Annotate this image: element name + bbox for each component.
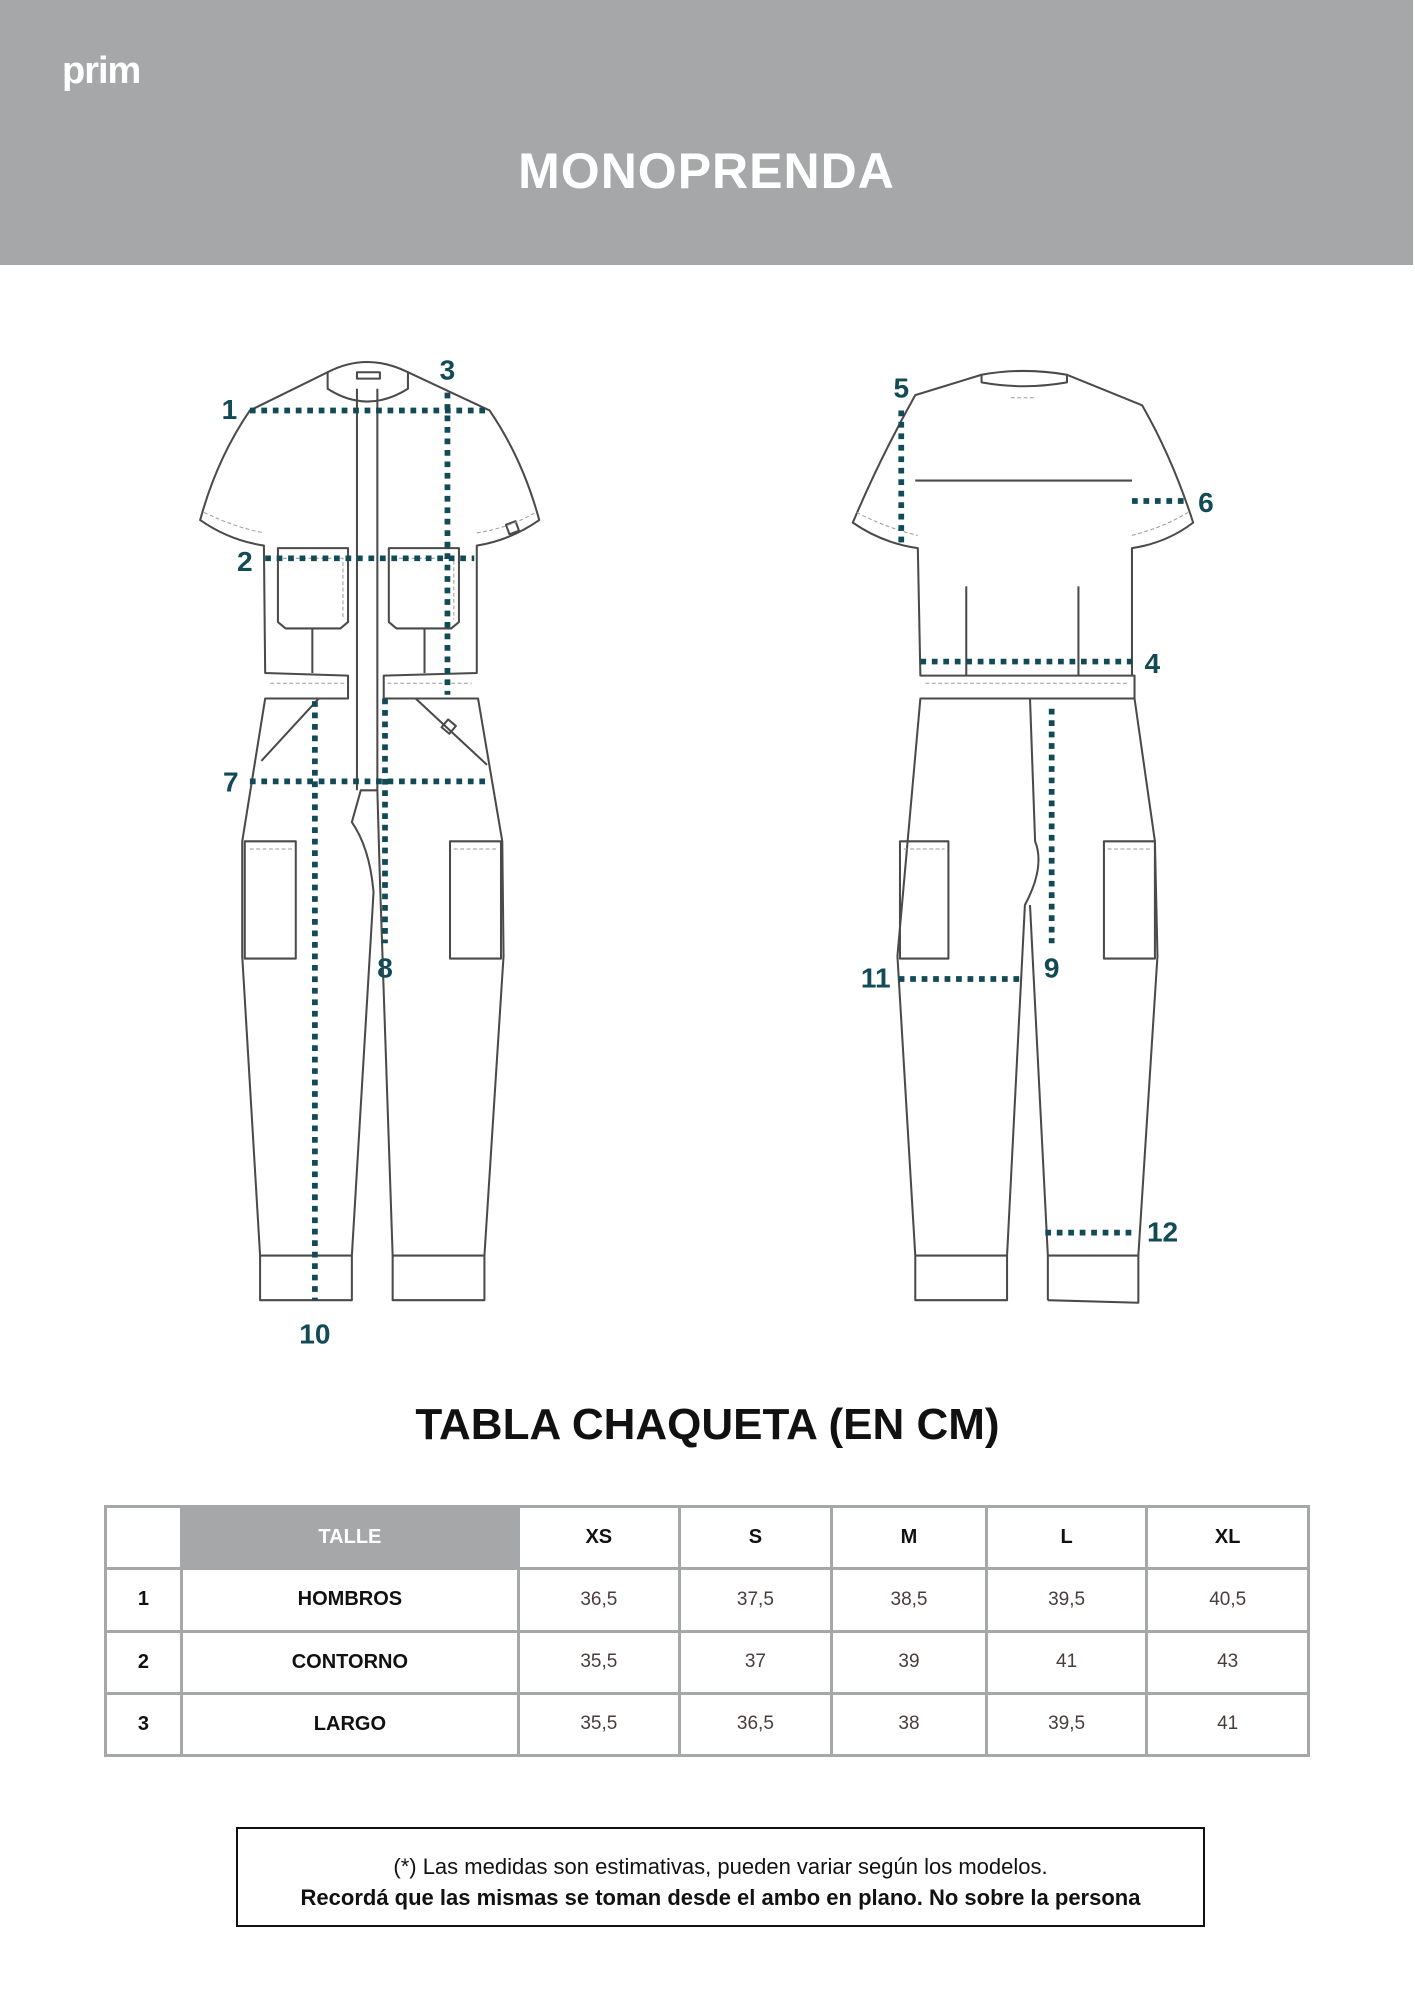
measure-label-11: 11 — [861, 963, 891, 994]
cell-value: 35,5 — [517, 1691, 681, 1758]
back-view — [851, 369, 1195, 1304]
header-banner: prim MONOPRENDA — [0, 0, 1413, 265]
header-size-l: L — [984, 1504, 1149, 1571]
measure-label-9: 9 — [1044, 952, 1060, 983]
header-size-s: S — [677, 1504, 834, 1571]
size-table: TALLE XS S M L XL 1 HOMBROS 36,5 37,5 38… — [104, 1504, 1310, 1758]
cell-value: 35,5 — [517, 1629, 681, 1695]
cell-value: 37,5 — [677, 1567, 834, 1633]
header-size-xl: XL — [1145, 1504, 1310, 1571]
cell-value: 36,5 — [677, 1691, 834, 1758]
cell-value: 41 — [984, 1629, 1149, 1695]
note-line-1: (*) Las medidas son estimativas, pueden … — [393, 1854, 1048, 1879]
measure-label-2: 2 — [237, 546, 253, 577]
cell-value: 37 — [677, 1629, 834, 1695]
table-header-row: TALLE XS S M L XL — [104, 1504, 1310, 1571]
measure-label-1: 1 — [222, 394, 238, 425]
brand-logo: prim — [62, 50, 141, 92]
measure-label-7: 7 — [223, 766, 239, 797]
header-size-m: M — [830, 1504, 988, 1571]
front-view — [199, 360, 541, 1302]
table-title: TABLA CHAQUETA (EN CM) — [415, 1400, 1000, 1449]
row-name: CONTORNO — [179, 1629, 521, 1695]
table-row: 2 CONTORNO 35,5 37 39 41 43 — [104, 1629, 1310, 1695]
cell-value: 43 — [1145, 1629, 1310, 1695]
cell-value: 40,5 — [1145, 1567, 1310, 1633]
cell-value: 38 — [830, 1691, 988, 1758]
measure-label-8: 8 — [377, 952, 393, 983]
measure-label-12: 12 — [1147, 1216, 1178, 1247]
row-index: 3 — [104, 1691, 183, 1758]
header-empty-cell — [104, 1504, 183, 1571]
note-line-2: Recordá que las mismas se toman desde el… — [300, 1885, 1141, 1910]
header-size-xs: XS — [517, 1504, 681, 1571]
cell-value: 39,5 — [984, 1567, 1149, 1633]
row-name: LARGO — [179, 1691, 521, 1758]
table-row: 1 HOMBROS 36,5 37,5 38,5 39,5 40,5 — [104, 1567, 1310, 1633]
measure-label-10: 10 — [299, 1318, 330, 1349]
row-index: 1 — [104, 1567, 183, 1633]
row-index: 2 — [104, 1629, 183, 1695]
row-name: HOMBROS — [179, 1567, 521, 1633]
measure-label-5: 5 — [893, 372, 909, 403]
table-row: 3 LARGO 35,5 36,5 38 39,5 41 — [104, 1691, 1310, 1758]
cell-value: 36,5 — [517, 1567, 681, 1633]
page-title: MONOPRENDA — [518, 143, 895, 199]
measure-label-3: 3 — [440, 355, 456, 386]
cell-value: 38,5 — [830, 1567, 988, 1633]
cell-value: 41 — [1145, 1691, 1310, 1758]
cell-value: 39,5 — [984, 1691, 1149, 1758]
header-talle: TALLE — [179, 1504, 521, 1571]
cell-value: 39 — [830, 1629, 988, 1695]
measure-label-6: 6 — [1198, 487, 1214, 518]
disclaimer-note: (*) Las medidas son estimativas, pueden … — [236, 1827, 1205, 1927]
measure-label-4: 4 — [1145, 648, 1161, 679]
